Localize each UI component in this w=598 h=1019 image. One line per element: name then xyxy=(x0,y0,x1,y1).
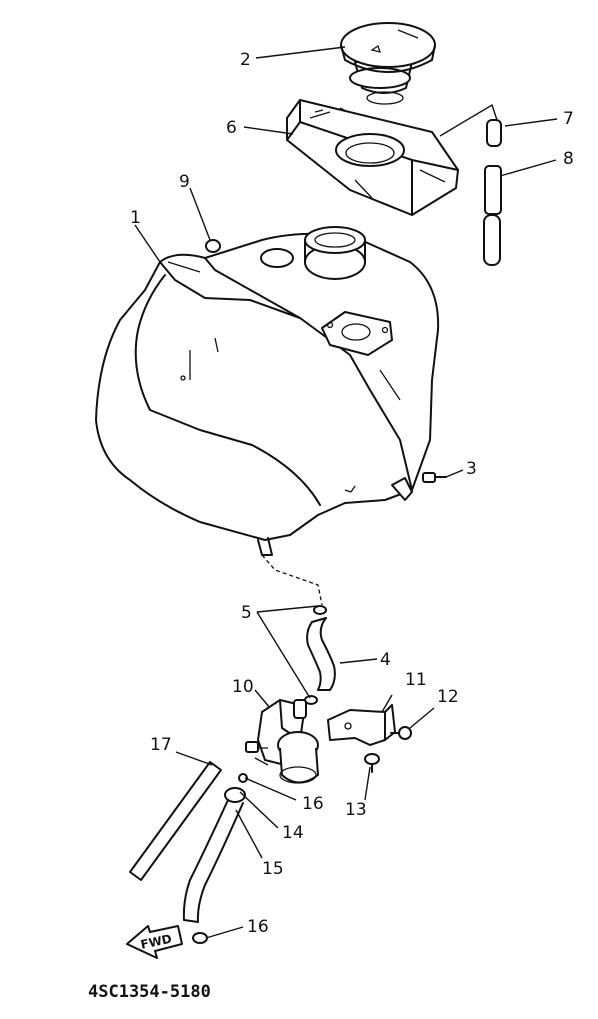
drain-hose xyxy=(129,761,222,881)
fuel-hose-lower xyxy=(182,787,246,944)
fuel-cock xyxy=(245,699,319,784)
callout-7: 7 xyxy=(563,109,574,129)
callout-13: 13 xyxy=(345,800,367,820)
leader-lines xyxy=(134,46,558,939)
breather-hose-assembly xyxy=(483,119,502,266)
forward-arrow-label: FWD xyxy=(139,932,173,952)
screw-13 xyxy=(364,753,380,773)
callout-1: 1 xyxy=(130,208,141,228)
bracket xyxy=(327,704,396,746)
screw-12 xyxy=(390,726,412,740)
fuel-hose xyxy=(306,617,336,691)
callout-8: 8 xyxy=(563,149,574,169)
filler-cover xyxy=(286,99,459,216)
callout-5: 5 xyxy=(241,603,252,623)
callout-17: 17 xyxy=(150,735,172,755)
callout-labels: 2 6 7 8 9 1 3 4 5 10 11 12 13 17 16 14 1… xyxy=(130,50,574,937)
callout-10: 10 xyxy=(232,677,254,697)
forward-arrow: FWD xyxy=(126,925,183,959)
callout-2: 2 xyxy=(240,50,251,70)
clip-16-upper xyxy=(238,773,248,783)
callout-3: 3 xyxy=(466,459,477,479)
routing-line xyxy=(261,554,323,606)
callout-15: 15 xyxy=(262,859,284,879)
bolt-3 xyxy=(422,472,447,483)
fuel-tank xyxy=(95,226,440,556)
callout-11: 11 xyxy=(405,670,427,690)
callout-16-upper: 16 xyxy=(302,794,324,814)
callout-4: 4 xyxy=(380,650,391,670)
grommet xyxy=(205,239,221,253)
reference-code: 4SC1354-5180 xyxy=(88,982,211,1002)
callout-9: 9 xyxy=(179,172,190,192)
callout-14: 14 xyxy=(282,823,304,843)
callout-16-lower: 16 xyxy=(247,917,269,937)
callout-12: 12 xyxy=(437,687,459,707)
fuel-cap xyxy=(340,22,436,105)
callout-6: 6 xyxy=(226,118,237,138)
